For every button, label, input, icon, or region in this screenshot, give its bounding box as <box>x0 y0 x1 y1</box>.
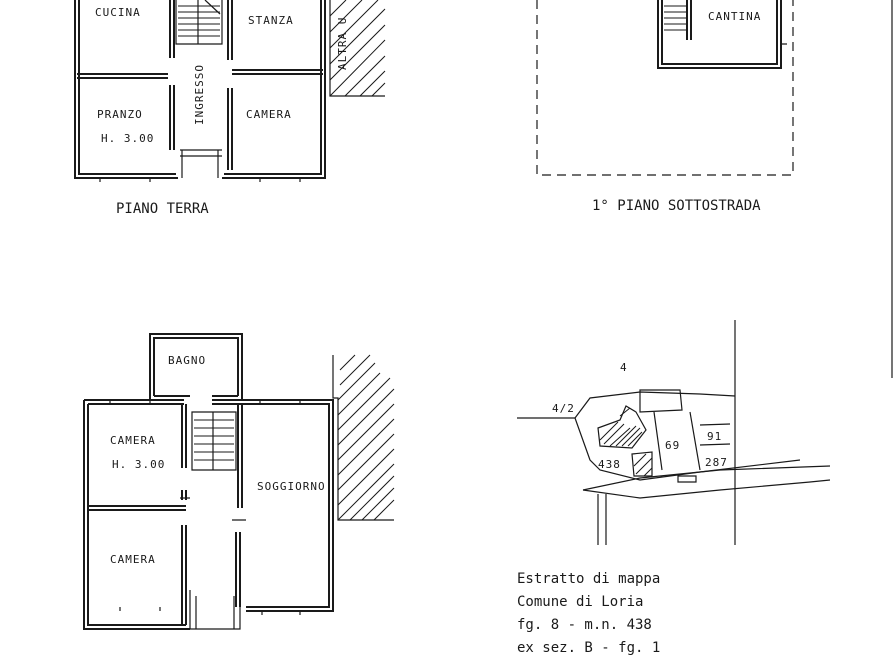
map-caption-line-4: ex sez. B - fg. 1 <box>517 640 660 656</box>
plan-title-ground: PIANO TERRA <box>116 201 209 217</box>
room-label-cucina: CUCINA <box>95 6 141 19</box>
cadastral-map: 4 4/2 69 91 438 287 Estratto di mappa Co… <box>517 320 831 656</box>
ground-floor-plan: CUCINA STANZA PRANZO H. 3.00 CAMERA INGR… <box>74 0 386 217</box>
parcel-label-4-2: 4/2 <box>552 402 575 415</box>
room-label-cantina: CANTINA <box>708 10 761 23</box>
staircase <box>175 0 223 45</box>
room-height-pranzo: H. 3.00 <box>101 132 154 145</box>
neighbour-hatch <box>329 0 386 97</box>
staircase <box>191 411 237 471</box>
parcel-label-438: 438 <box>598 458 621 471</box>
map-caption-line-1: Estratto di mappa <box>517 571 660 587</box>
room-label-bagno: BAGNO <box>168 354 206 367</box>
first-floor-plan: BAGNO CAMERA H. 3.00 SOGGIORNO CAMERA <box>83 333 395 630</box>
room-label-camera: CAMERA <box>246 108 292 121</box>
plan-title-basement: 1° PIANO SOTTOSTRADA <box>592 198 761 214</box>
neighbour-label: ALTRA U <box>336 17 349 70</box>
map-caption-line-3: fg. 8 - m.n. 438 <box>517 617 652 633</box>
parcel-label-91: 91 <box>707 430 722 443</box>
building-footprint <box>597 405 697 483</box>
room-label-camera-2: CAMERA <box>110 553 156 566</box>
room-label-ingresso: INGRESSO <box>193 64 206 125</box>
parcel-label-4: 4 <box>620 361 628 374</box>
room-label-camera-1: CAMERA <box>110 434 156 447</box>
basement-plan: CANTINA 1° PIANO SOTTOSTRADA <box>536 0 794 214</box>
neighbour-hatch <box>332 354 395 521</box>
room-label-pranzo: PRANZO <box>97 108 143 121</box>
map-caption-line-2: Comune di Loria <box>517 594 643 610</box>
room-label-stanza: STANZA <box>248 14 294 27</box>
parcel-label-287: 287 <box>705 456 728 469</box>
room-height-camera-1: H. 3.00 <box>112 458 165 471</box>
room-label-soggiorno: SOGGIORNO <box>257 480 326 493</box>
parcel-label-69: 69 <box>665 439 680 452</box>
